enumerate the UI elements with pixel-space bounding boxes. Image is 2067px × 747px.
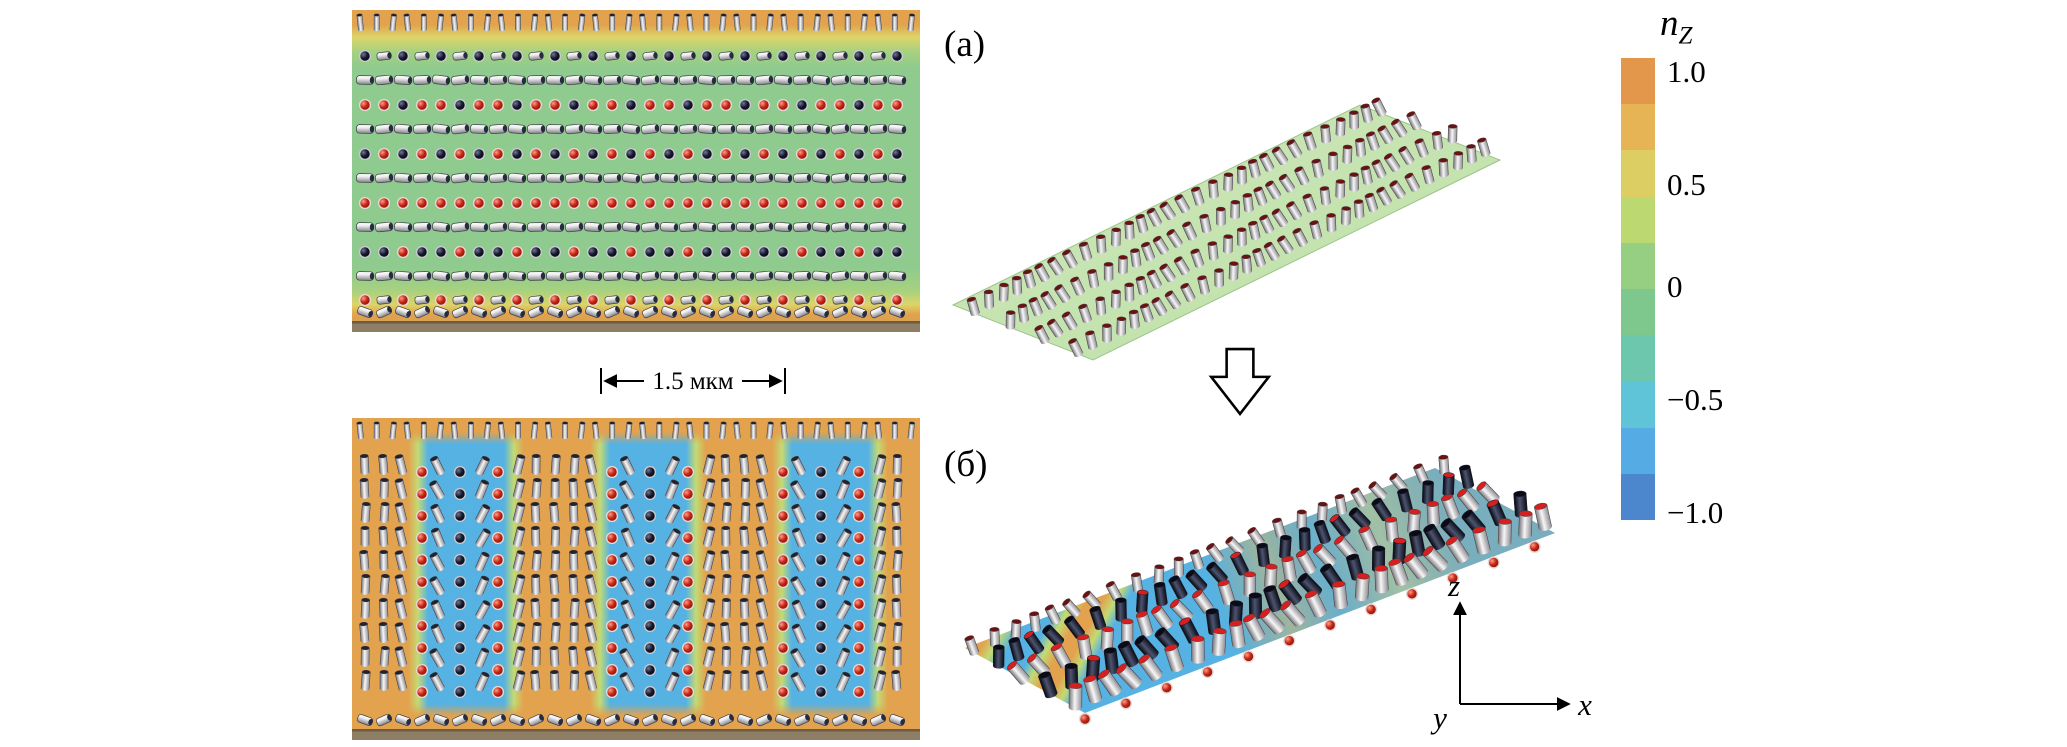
- colorbar-tick-label: 1.0: [1667, 54, 1706, 89]
- colorbar-segment: [1621, 473, 1655, 521]
- colorbar-title: nZ: [1660, 2, 1693, 50]
- colorbar-segment: [1621, 104, 1655, 151]
- cylinder-row: [1068, 502, 1552, 711]
- bottom-tilted-row: [357, 713, 905, 727]
- colorbar-title-subscript: Z: [1678, 22, 1693, 50]
- anchoring-posts-row: [356, 13, 915, 32]
- down-arrow-shape: [1208, 347, 1272, 416]
- director-row: [356, 221, 907, 233]
- x-axis-label: x: [1577, 687, 1592, 722]
- colorbar-tick-label: 0.5: [1667, 167, 1706, 202]
- panel-b-cross-section: [352, 418, 920, 740]
- colorbar-tick-label: −0.5: [1667, 382, 1724, 417]
- front-edge-dots: [1078, 540, 1541, 726]
- bottom-tilted-row: [357, 305, 905, 319]
- colorbar-segment: [1621, 242, 1655, 290]
- colorbar-title-symbol: n: [1660, 3, 1679, 44]
- colorbar-segment: [1621, 427, 1655, 474]
- colorbar-segment: [1621, 289, 1655, 336]
- director-row: [358, 98, 904, 112]
- panel-b-3d-view: [964, 454, 1555, 726]
- director-row: [356, 172, 907, 184]
- cylinder-row: [1034, 124, 1458, 344]
- colorbar-segment: [1621, 335, 1655, 382]
- panel-a-cross-section: [352, 10, 920, 332]
- director-row: [358, 196, 904, 210]
- axes-lines: [1453, 601, 1571, 711]
- cylinder-row: [966, 97, 1387, 317]
- colorbar-segment: [1621, 196, 1655, 243]
- director-row: [358, 293, 904, 307]
- director-row: [358, 245, 904, 259]
- director-row: [358, 49, 904, 63]
- cylinder-row: [1038, 490, 1528, 699]
- anchoring-posts-row: [356, 421, 915, 440]
- cylinder-row: [992, 464, 1475, 669]
- colorbar: [1621, 58, 1655, 521]
- panel-a-label: (a): [944, 24, 986, 65]
- scale-arrows: [600, 368, 786, 394]
- colorbar-tick-label: 0: [1667, 269, 1683, 304]
- director-columns: [359, 453, 903, 699]
- scale-label: 1.5 мкм: [652, 368, 733, 395]
- director-row: [356, 123, 907, 135]
- colorbar-segment: [1621, 381, 1655, 428]
- colorbar-segment: [1621, 150, 1655, 197]
- z-axis-label: z: [1447, 572, 1460, 603]
- director-row: [356, 74, 907, 86]
- cylinder-row: [964, 454, 1450, 656]
- director-row: [358, 147, 904, 161]
- scale-bar: 1.5 мкм: [600, 368, 786, 395]
- cylinder-row: [1068, 137, 1491, 358]
- panel-b-label: (б): [944, 444, 988, 485]
- colorbar-tick-label: −1.0: [1667, 495, 1724, 530]
- y-axis-label: y: [1430, 700, 1447, 735]
- cylinder-row: [1005, 111, 1422, 330]
- panel-a-3d-view: [951, 97, 1502, 361]
- director-row: [356, 270, 907, 282]
- colorbar-segment: [1621, 58, 1655, 105]
- coordinate-axes: z y x: [1430, 572, 1592, 735]
- transition-arrow-icon: [1208, 347, 1272, 416]
